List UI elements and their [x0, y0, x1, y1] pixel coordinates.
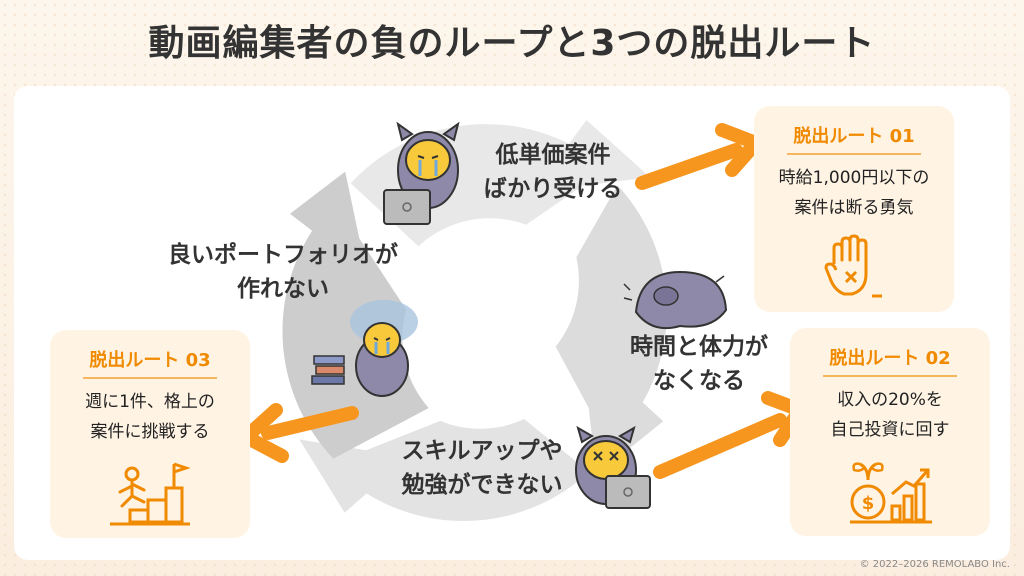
loop-segment-bottom: [299, 419, 589, 522]
route-title: 脱出ルート 03: [83, 346, 217, 379]
segment-label-no-time: 時間と体力が なくなる: [630, 334, 768, 394]
route-card-01: 脱出ルート 01 時給1,000円以下の 案件は断る勇気: [754, 106, 954, 312]
investment-growth-icon: $: [850, 462, 932, 524]
route-card-03: 脱出ルート 03 週に1件、格上の 案件に挑戦する: [50, 330, 250, 538]
route-card-02: 脱出ルート 02 収入の20%を 自己投資に回す $: [790, 328, 990, 536]
segment-label-no-study: スキルアップや 勉強ができない: [401, 438, 563, 498]
arrow-to-route-01: [635, 123, 763, 190]
route-title: 脱出ルート 02: [823, 344, 957, 377]
loop-segment-right: [555, 185, 667, 476]
exhausted-blob-icon: [623, 270, 728, 330]
route-description: 週に1件、格上の 案件に挑戦する: [85, 392, 215, 442]
svg-text:$: $: [862, 493, 875, 514]
segment-label-no-portfolio: 良いポートフォリオが 作れない: [168, 242, 398, 302]
route-description: 時給1,000円以下の 案件は断る勇気: [778, 168, 930, 218]
climbing-steps-icon: [110, 462, 191, 526]
stop-hand-icon: [824, 234, 882, 298]
copyright-text: © 2022–2026 REMOLABO Inc.: [859, 559, 1010, 570]
crying-devil-laptop-icon: [383, 121, 460, 225]
route-description: 収入の20%を 自己投資に回す: [830, 390, 950, 440]
dizzy-devil-laptop-icon: [575, 425, 651, 509]
gloomy-devil-books-icon: [311, 300, 418, 397]
arrow-to-route-02: [653, 391, 807, 479]
page-title: 動画編集者の負のループと3つの脱出ルート: [148, 23, 876, 64]
segment-label-low-price: 低単価案件 ばかり受ける: [483, 142, 623, 202]
route-title: 脱出ルート 01: [787, 122, 921, 155]
